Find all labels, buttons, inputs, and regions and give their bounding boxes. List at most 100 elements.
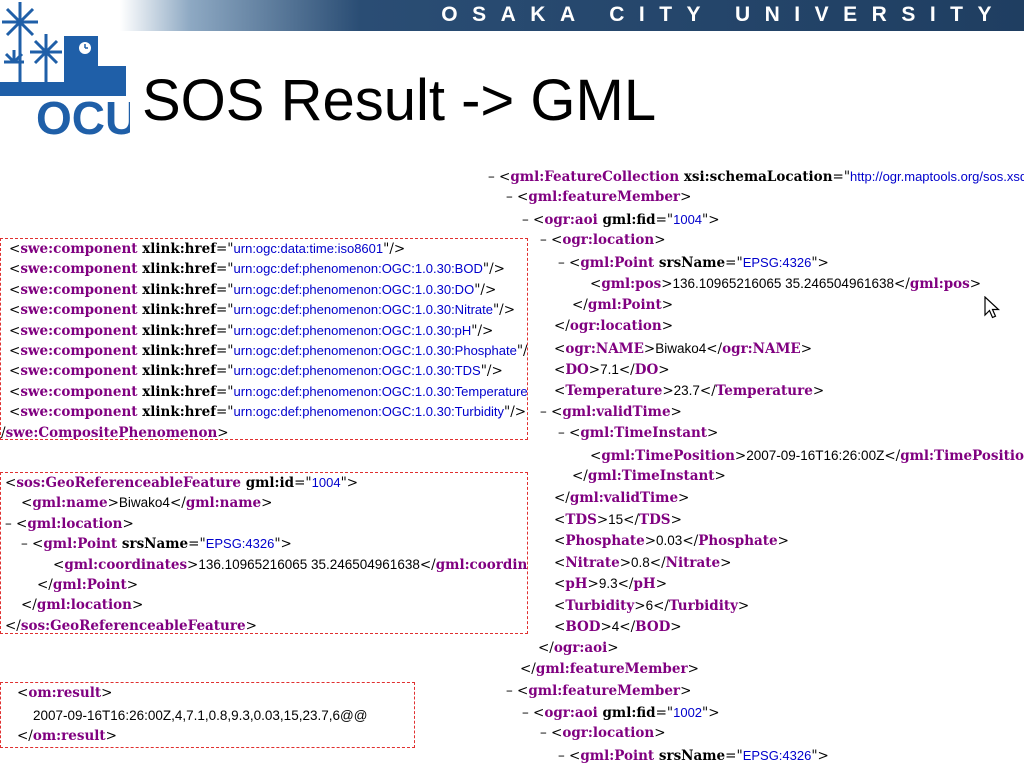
- xml-punctuation: <: [554, 533, 566, 550]
- xml-tag-name: Phosphate: [698, 533, 778, 550]
- xml-attribute: xlink:href: [137, 322, 216, 339]
- collapse-toggle[interactable]: –: [488, 169, 500, 185]
- code-line: /swe:CompositePhenomenon>: [1, 423, 527, 439]
- xml-text: 136.10965216065 35.246504961638: [672, 276, 894, 292]
- xml-tag-name: gml:featureMember: [528, 682, 681, 699]
- xml-text: 2007-09-16T16:26:00Z: [746, 447, 885, 463]
- xml-punctuation: <: [517, 189, 529, 206]
- code-line: – <ogr:location>: [488, 723, 1024, 744]
- xml-punctuation: </: [699, 383, 716, 400]
- xml-punctuation: </: [618, 361, 635, 378]
- code-line: </gml:location>: [1, 595, 527, 615]
- code-line: </gml:Point>: [488, 295, 1024, 316]
- xml-tag-name: gml:Point: [580, 254, 655, 271]
- collapse-toggle[interactable]: –: [558, 254, 570, 271]
- xml-tag-name: TDS: [565, 512, 597, 528]
- code-line: <gml:name>Biwako4</gml:name>: [1, 493, 527, 513]
- flower-icon: [2, 2, 62, 96]
- xml-punctuation: >: [644, 533, 657, 550]
- collapse-toggle[interactable]: –: [540, 403, 552, 420]
- collapse-toggle[interactable]: –: [522, 704, 534, 721]
- xml-punctuation: <: [551, 232, 563, 249]
- xml-punctuation: </: [884, 447, 901, 464]
- xml-punctuation: >: [678, 489, 690, 506]
- code-line: </gml:validTime>: [488, 488, 1024, 509]
- xml-punctuation: <: [9, 261, 21, 278]
- xml-punctuation: >: [600, 619, 612, 636]
- xml-attribute-value: urn:ogc:def:phenomenon:OGC:1.0.30:DO: [233, 281, 475, 297]
- code-line: <swe:component xlink:href="urn:ogc:def:p…: [1, 259, 527, 279]
- xml-text: 136.10965216065 35.246504961638: [198, 556, 420, 572]
- xml-punctuation: >: [661, 318, 674, 335]
- collapse-toggle[interactable]: –: [5, 515, 17, 532]
- xml-punctuation: >: [261, 495, 273, 512]
- collapse-toggle[interactable]: –: [506, 682, 518, 699]
- xml-punctuation: "/>: [482, 261, 505, 278]
- collapse-toggle[interactable]: –: [522, 211, 534, 228]
- code-line: – <gml:location>: [1, 514, 527, 534]
- xml-tag-name: gml:featureMember: [528, 189, 681, 206]
- xml-tag-name: gml:coordinates: [435, 556, 528, 573]
- xml-punctuation: >: [132, 597, 144, 614]
- collapse-toggle[interactable]: –: [21, 536, 33, 553]
- xml-punctuation: >: [670, 403, 682, 420]
- code-line: <swe:component xlink:href="urn:ogc:data:…: [1, 239, 527, 259]
- code-line: <swe:component xlink:href="urn:ogc:def:p…: [1, 280, 527, 300]
- xml-tag-name: Turbidity: [565, 597, 635, 614]
- xml-punctuation: >: [105, 728, 117, 744]
- collapse-toggle[interactable]: –: [540, 725, 552, 742]
- xml-punctuation: <: [9, 342, 21, 359]
- xml-attribute-value: urn:ogc:def:phenomenon:OGC:1.0.30:Turbid…: [233, 404, 505, 420]
- xml-punctuation: ">: [702, 704, 720, 721]
- xml-attribute-value: http://ogr.maptools.org/sos.xsd: [850, 169, 1024, 184]
- code-line: <Nitrate>0.8</Nitrate>: [488, 552, 1024, 573]
- xml-punctuation: ">: [702, 211, 720, 228]
- xml-punctuation: >: [680, 682, 692, 699]
- xml-punctuation: </: [894, 276, 910, 293]
- xml-attribute: xlink:href: [137, 241, 216, 257]
- xml-tag-name: swe:component: [20, 363, 138, 380]
- xml-punctuation: >: [126, 576, 138, 593]
- xml-punctuation: <: [551, 725, 563, 742]
- xml-punctuation: </: [682, 533, 699, 550]
- xml-attribute: xlink:href: [137, 302, 216, 319]
- xml-punctuation: <: [554, 576, 566, 593]
- xml-punctuation: >: [720, 554, 732, 571]
- xml-punctuation: >: [670, 619, 682, 636]
- xml-punctuation: <: [499, 169, 511, 185]
- xml-punctuation: <: [533, 704, 545, 721]
- xml-punctuation: </: [419, 556, 436, 573]
- xml-punctuation: <: [16, 515, 28, 532]
- collapse-toggle[interactable]: –: [558, 425, 570, 442]
- xml-text: 23.7: [673, 383, 700, 399]
- xml-attribute: xsi:schemaLocation: [679, 169, 833, 185]
- xml-text: 2007-09-16T16:26:00Z,4,7.1,0.8,9.3,0.03,…: [33, 707, 368, 723]
- code-line: <TDS>15</TDS>: [488, 509, 1024, 530]
- xml-punctuation: >: [107, 495, 119, 512]
- xml-attribute: gml:fid: [597, 211, 656, 228]
- xml-attribute-value: 1002: [673, 704, 703, 720]
- xml-tag-name: Nitrate: [565, 554, 620, 571]
- collapse-toggle[interactable]: –: [506, 189, 518, 206]
- collapse-toggle[interactable]: –: [540, 232, 552, 249]
- xml-punctuation: </: [649, 554, 666, 571]
- code-line: <DO>7.1</DO>: [488, 359, 1024, 380]
- xml-attribute-value: urn:ogc:def:phenomenon:OGC:1.0.30:BOD: [233, 261, 483, 277]
- xml-punctuation: >: [634, 597, 646, 614]
- xml-punctuation: =": [655, 211, 674, 228]
- xml-tag-name: om:result: [32, 728, 106, 744]
- xml-attribute: gml:fid: [597, 704, 656, 721]
- xml-punctuation: >: [777, 533, 789, 550]
- xml-punctuation: =": [216, 281, 234, 298]
- code-line: <om:result>: [1, 683, 414, 705]
- collapse-toggle[interactable]: –: [558, 747, 570, 764]
- xml-tag-name: Turbidity: [668, 597, 738, 614]
- xml-tag-name: swe:component: [20, 322, 138, 339]
- xml-punctuation: =": [216, 241, 234, 257]
- xml-attribute-value: EPSG:4326: [742, 254, 812, 270]
- code-line: <swe:component xlink:href="urn:ogc:def:p…: [1, 361, 527, 381]
- xml-punctuation: <: [53, 556, 65, 573]
- xml-punctuation: <: [17, 685, 29, 701]
- xml-text: 6: [645, 597, 654, 613]
- code-line: – <gml:featureMember>: [488, 681, 1024, 702]
